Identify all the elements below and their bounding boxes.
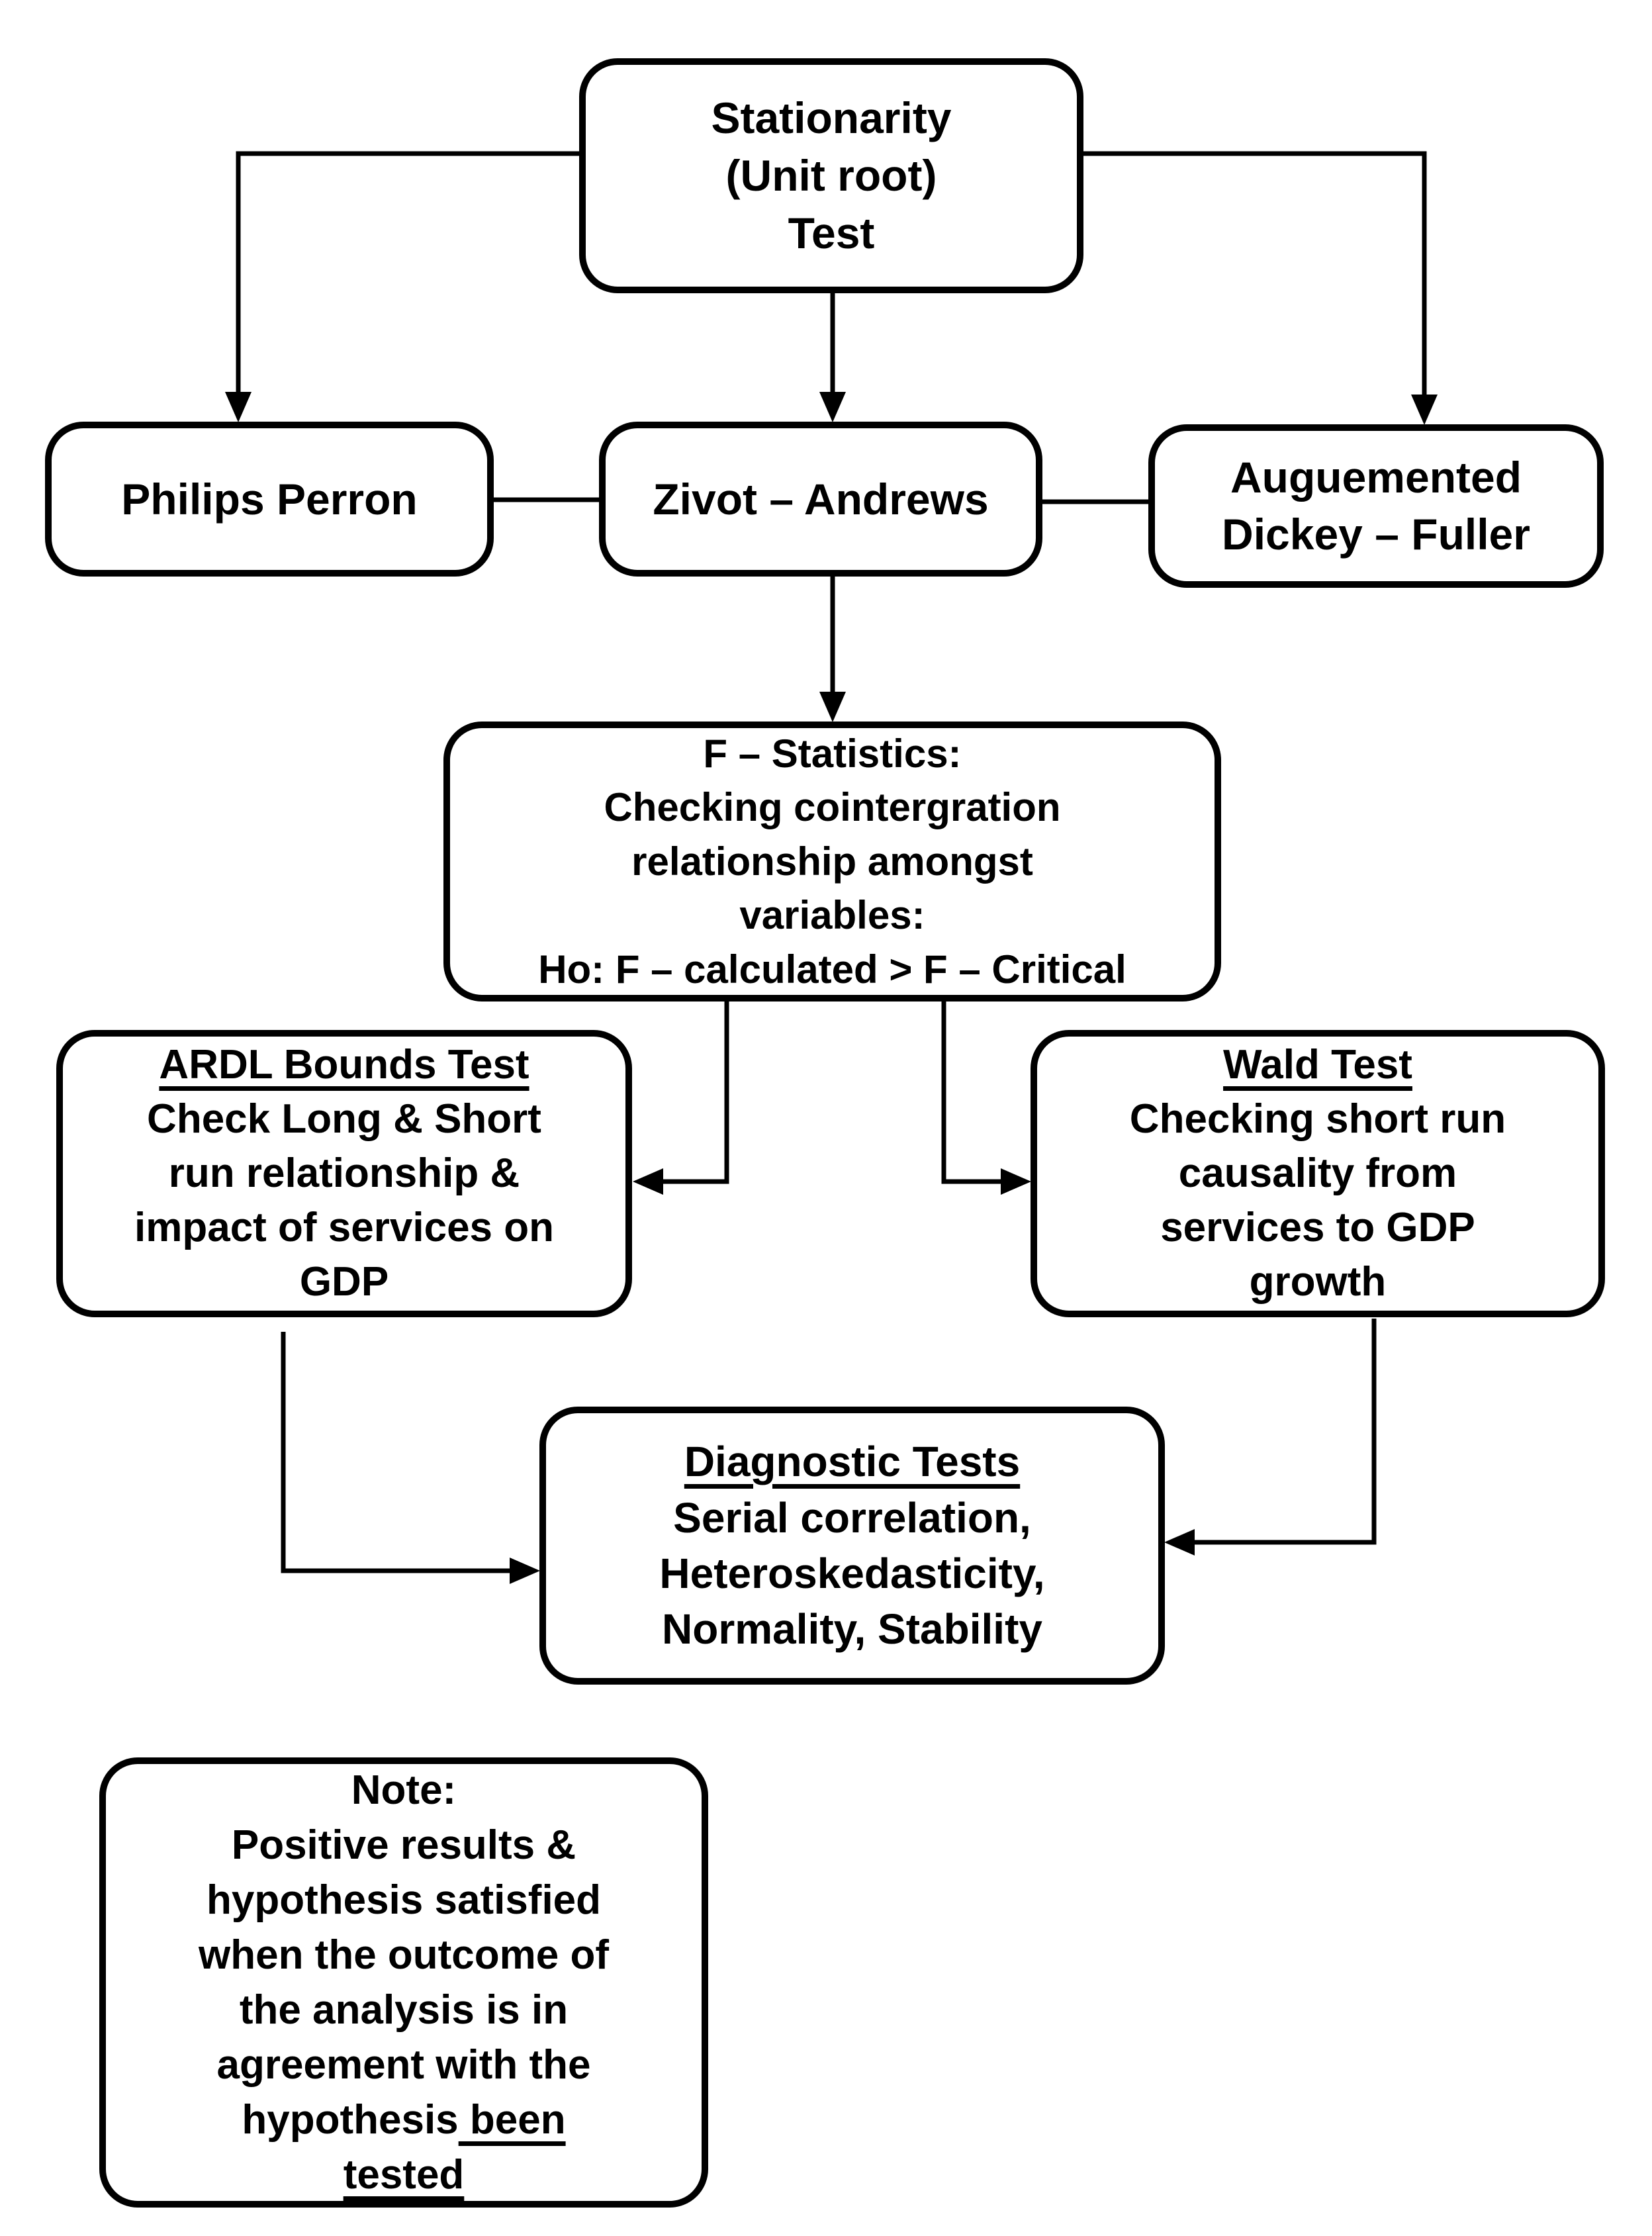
node-f-statistics: F – Statistics: Checking cointergration … — [443, 722, 1221, 1002]
connector-wald-to-diagnostics — [1164, 1319, 1377, 1556]
node-note-text: Note: Positive results & hypothesis sati… — [199, 1763, 609, 2203]
node-zivot-andrews: Zivot – Andrews — [599, 422, 1042, 577]
connector-fstatistics-to-wald — [941, 1002, 1031, 1195]
node-philips-perron: Philips Perron — [45, 422, 494, 577]
node-ardl-bounds-test: ARDL Bounds Test Check Long & Short run … — [56, 1030, 632, 1317]
node-wald-body: Checking short run causality from servic… — [1129, 1096, 1506, 1305]
node-philips-perron-label: Philips Perron — [121, 475, 418, 524]
node-augmented-dickey-fuller: Auguemented Dickey – Fuller — [1148, 424, 1604, 588]
node-f-statistics-label: F – Statistics: Checking cointergration … — [538, 731, 1126, 992]
node-diagnostics-title: Diagnostic Tests — [684, 1438, 1021, 1486]
node-wald-title: Wald Test — [1223, 1042, 1412, 1088]
node-wald-test: Wald Test Checking short run causality f… — [1031, 1030, 1605, 1317]
node-ardl-title: ARDL Bounds Test — [159, 1042, 529, 1088]
node-stationarity-unit-root-test: Stationarity (Unit root) Test — [579, 58, 1083, 293]
node-augmented-dickey-fuller-label: Auguemented Dickey – Fuller — [1222, 452, 1530, 559]
node-note: Note: Positive results & hypothesis sati… — [99, 1757, 708, 2208]
note-lead-text: Note: Positive results & hypothesis sati… — [199, 1767, 609, 2143]
connector-stationarity-to-philips — [225, 151, 579, 422]
node-zivot-andrews-label: Zivot – Andrews — [653, 475, 989, 524]
node-ardl-body: Check Long & Short run relationship & im… — [134, 1096, 555, 1305]
node-diagnostic-tests: Diagnostic Tests Serial correlation, Het… — [539, 1407, 1165, 1685]
note-underlined-text: been tested — [343, 2097, 566, 2198]
connector-stationarity-to-dickey-fuller — [1083, 151, 1438, 425]
node-stationarity-label: Stationarity (Unit root) Test — [711, 93, 952, 258]
connector-fstatistics-to-ardl — [633, 1002, 729, 1195]
connector-ardl-to-diagnostics — [281, 1332, 540, 1584]
node-diagnostics-body: Serial correlation, Heteroskedasticity, … — [659, 1493, 1045, 1654]
